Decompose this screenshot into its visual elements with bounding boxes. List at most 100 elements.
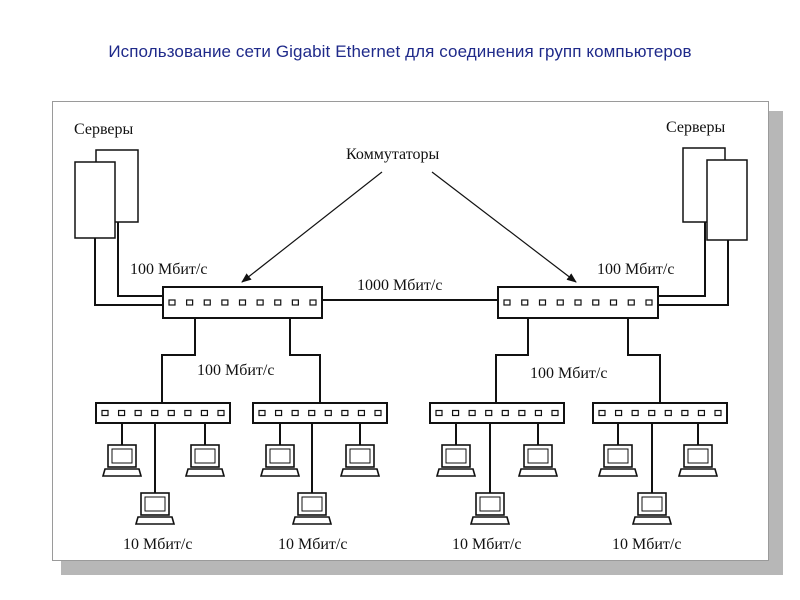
switch-port (485, 409, 493, 417)
wire-right-core-access-2 (627, 305, 661, 403)
connection-lines (94, 222, 729, 495)
pc-icon (339, 444, 381, 477)
switch-port (645, 299, 653, 306)
pc-speed-label: 10 Мбит/с (278, 536, 347, 553)
switch-port (451, 409, 460, 417)
switch-body (95, 402, 231, 424)
pc-base (597, 468, 639, 477)
switch-port (274, 299, 282, 306)
switch-port (184, 409, 192, 417)
switch-port (518, 409, 526, 417)
wire-right-server-a (658, 222, 706, 297)
left-server-speed-label: 100 Мбит/с (130, 261, 207, 278)
switch-port (614, 409, 623, 417)
pc-base (291, 516, 333, 525)
switch-body (429, 402, 565, 424)
pc-screen (194, 448, 216, 464)
access-switch-2 (252, 402, 388, 424)
switch-port (574, 299, 582, 306)
pc-screen (269, 448, 291, 464)
access-switch-4 (592, 402, 728, 424)
right-server-speed-label: 100 Мбит/с (597, 261, 674, 278)
pc-base (101, 468, 143, 477)
switch-port (374, 409, 382, 417)
right-server-group (682, 147, 748, 241)
pc-icon (677, 444, 719, 477)
arrow-to-left-core-switch (241, 171, 383, 283)
switch-port (200, 409, 209, 417)
switch-port (308, 409, 316, 417)
switch-port (186, 299, 194, 306)
left-access-speed-label: 100 Мбит/с (197, 362, 274, 379)
pc-base (469, 516, 511, 525)
left-server-group (74, 149, 139, 239)
switch-port (309, 299, 317, 306)
pc-icon (184, 444, 226, 477)
switch-port (534, 409, 543, 417)
pc-base (259, 468, 301, 477)
switch-port (167, 409, 175, 417)
switch-port (648, 409, 656, 417)
switch-port (101, 409, 109, 417)
servers-right-label: Серверы (666, 119, 726, 136)
wire-left-core-access-2 (289, 305, 321, 403)
pc-icon (631, 492, 673, 525)
switch-body (252, 402, 388, 424)
pc-speed-label: 10 Мбит/с (612, 536, 681, 553)
slide-title: Использование сети Gigabit Ethernet для … (108, 42, 692, 61)
switch-port (664, 409, 672, 417)
switches-callout-arrows (241, 171, 577, 283)
switch-port (468, 409, 476, 417)
pc-screen (641, 496, 663, 512)
switch-port (274, 409, 283, 417)
servers-left-label: Серверы (74, 121, 134, 138)
switch-body (592, 402, 728, 424)
pc-speed-label: 10 Мбит/с (123, 536, 192, 553)
pc-icon (259, 444, 301, 477)
switch-port (627, 299, 635, 306)
pc-icon (469, 492, 511, 525)
access-switch-1 (95, 402, 231, 424)
switch-port (556, 299, 564, 306)
switch-port (357, 409, 366, 417)
pc-screen (527, 448, 549, 464)
switch-port (291, 299, 299, 306)
switch-port (503, 299, 511, 306)
computers (101, 444, 719, 525)
pc-speed-label: 10 Мбит/с (452, 536, 521, 553)
switch-port (221, 299, 229, 306)
switch-port (203, 299, 211, 306)
pc-icon (435, 444, 477, 477)
switch-port (258, 409, 266, 417)
pc-screen (111, 448, 133, 464)
pc-icon (597, 444, 639, 477)
switch-port (435, 409, 443, 417)
pc-base (134, 516, 176, 525)
switch-port (291, 409, 299, 417)
arrow-to-right-core-switch (431, 171, 577, 283)
switch-port (217, 409, 225, 417)
switch-port (538, 299, 547, 306)
pc-screen (144, 496, 166, 512)
pc-icon (291, 492, 333, 525)
switch-port (501, 409, 509, 417)
wire-right-core-access-1 (495, 305, 529, 403)
pc-screen (687, 448, 709, 464)
switch-port (681, 409, 689, 417)
right-access-speed-label: 100 Мбит/с (530, 365, 607, 382)
switch-port (609, 299, 618, 306)
access-switch-3 (429, 402, 565, 424)
wire-left-server-b (117, 222, 163, 297)
pc-icon (101, 444, 143, 477)
pc-base (631, 516, 673, 525)
wire-left-server-a (94, 238, 163, 306)
pc-screen (479, 496, 501, 512)
switch-port (631, 409, 639, 417)
wire-left-core-access-1 (161, 305, 196, 403)
left-core-switch (162, 286, 323, 319)
pc-base (517, 468, 559, 477)
pc-icon (134, 492, 176, 525)
switch-port (238, 299, 247, 306)
right-core-switch (497, 286, 659, 319)
